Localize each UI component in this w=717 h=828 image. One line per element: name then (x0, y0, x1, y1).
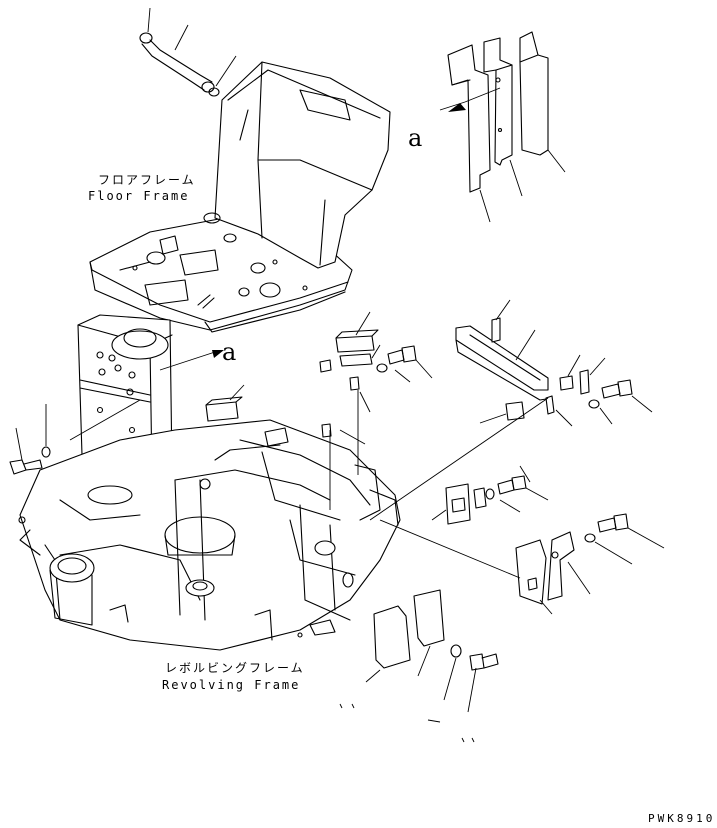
revolving-frame-label: レボルビングフレーム Revolving Frame (162, 661, 305, 692)
detail-a-panels: a (408, 31, 566, 223)
rubber-block-left (205, 384, 245, 422)
revolving-frame-label-en: Revolving Frame (162, 678, 300, 692)
detail-a-callout-top: a (408, 124, 422, 152)
hose-assembly (139, 7, 237, 97)
lower-right-brackets (379, 465, 665, 615)
detail-a-callout-mid: a (222, 338, 236, 366)
floor-frame-label-jp: フロアフレーム (98, 173, 196, 187)
revolving-frame (18, 419, 401, 651)
right-rail-assembly (369, 299, 653, 521)
drawing-code: PWK8910 (648, 812, 715, 825)
floor-frame-label: フロアフレーム Floor Frame (88, 173, 196, 203)
revolving-frame-label-jp: レボルビングフレーム (165, 661, 305, 675)
floor-frame (89, 61, 391, 333)
bottom-covers (339, 589, 499, 743)
left-bolt-washer (9, 404, 51, 475)
floor-frame-label-en: Floor Frame (88, 189, 189, 203)
hardware-middle (319, 311, 433, 510)
